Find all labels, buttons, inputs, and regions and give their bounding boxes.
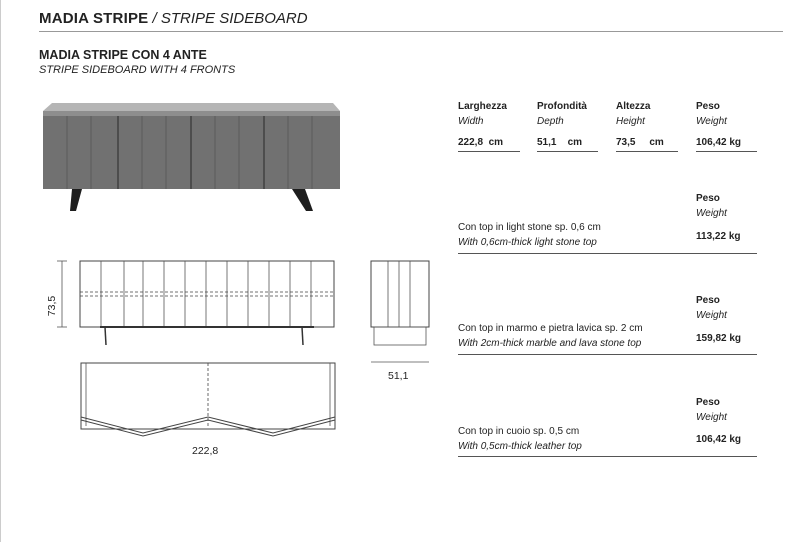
spec-height: Altezza Height 73,5 cm — [616, 101, 678, 152]
spec-label-en: Height — [616, 116, 645, 127]
spec-value: 106,42 kg — [696, 137, 757, 152]
weight-label-en: Weight — [696, 208, 727, 219]
option-desc-en: With 2cm-thick marble and lava stone top — [458, 338, 642, 349]
spec-value: 222,8 cm — [458, 137, 520, 152]
option-divider — [458, 354, 757, 355]
spec-label: Altezza — [616, 101, 651, 112]
spec-depth: Profondità Depth 51,1 cm — [537, 101, 598, 152]
option-desc-it: Con top in marmo e pietra lavica sp. 2 c… — [458, 323, 643, 334]
render-top-edge — [43, 111, 340, 116]
width-dimension-label: 222,8 — [192, 445, 219, 457]
front-outline — [79, 260, 335, 328]
depth-dimension-label: 51,1 — [388, 370, 409, 382]
title-italic: / STRIPE SIDEBOARD — [152, 10, 308, 27]
option-weight-header: Peso Weight — [696, 397, 727, 423]
option-weight-header: Peso Weight — [696, 193, 727, 219]
weight-label: Peso — [696, 397, 720, 408]
option-divider — [458, 456, 757, 457]
spec-label: Larghezza — [458, 101, 507, 112]
option-weight-value: 159,82 kg — [696, 333, 742, 344]
option-description: Con top in cuoio sp. 0,5 cm With 0,5cm-t… — [458, 426, 758, 452]
spec-weight: Peso Weight 106,42 kg — [696, 101, 757, 152]
front-leg-right — [301, 326, 304, 346]
option-description: Con top in light stone sp. 0,6 cm With 0… — [458, 222, 758, 248]
option-weight-header: Peso Weight — [696, 295, 727, 321]
title-divider — [39, 31, 783, 32]
height-dimension-label: 73,5 — [46, 295, 59, 317]
render-top-surface — [43, 103, 340, 111]
option-weight-value: 113,22 kg — [696, 231, 741, 242]
render-leg-left — [70, 189, 82, 211]
option-desc-it: Con top in light stone sp. 0,6 cm — [458, 222, 601, 233]
plan-view-drawing — [80, 362, 336, 437]
front-leg-left — [104, 326, 107, 346]
option-divider — [458, 253, 757, 254]
open-doors-line — [80, 416, 336, 434]
front-view-drawing — [57, 260, 335, 346]
spec-label-en: Weight — [696, 116, 727, 127]
title-bold: MADIA STRIPE — [39, 10, 149, 27]
option-desc-en: With 0,6cm-thick light stone top — [458, 237, 597, 248]
product-name-en: STRIPE SIDEBOARD WITH 4 FRONTS — [39, 64, 236, 76]
spec-value: 51,1 cm — [537, 137, 598, 152]
render-leg-right — [292, 189, 313, 211]
spec-width: Larghezza Width 222,8 cm — [458, 101, 520, 152]
weight-label: Peso — [696, 295, 720, 306]
spec-label: Peso — [696, 101, 720, 112]
weight-label-en: Weight — [696, 412, 727, 423]
option-weight-value: 106,42 kg — [696, 434, 742, 445]
option-desc-en: With 0,5cm-thick leather top — [458, 441, 582, 452]
render-stripes — [66, 116, 313, 189]
spec-value: 73,5 cm — [616, 137, 678, 152]
option-desc-it: Con top in cuoio sp. 0,5 cm — [458, 426, 580, 437]
side-view-drawing — [370, 260, 430, 363]
spec-label-en: Depth — [537, 116, 564, 127]
page-left-border — [0, 0, 1, 542]
spec-label-en: Width — [458, 116, 484, 127]
weight-label-en: Weight — [696, 310, 727, 321]
weight-label: Peso — [696, 193, 720, 204]
option-description: Con top in marmo e pietra lavica sp. 2 c… — [458, 323, 758, 349]
spec-label: Profondità — [537, 101, 587, 112]
sideboard-render — [43, 103, 340, 211]
product-name: MADIA STRIPE CON 4 ANTE — [39, 48, 207, 62]
page-title: MADIA STRIPE / STRIPE SIDEBOARD — [39, 10, 308, 27]
